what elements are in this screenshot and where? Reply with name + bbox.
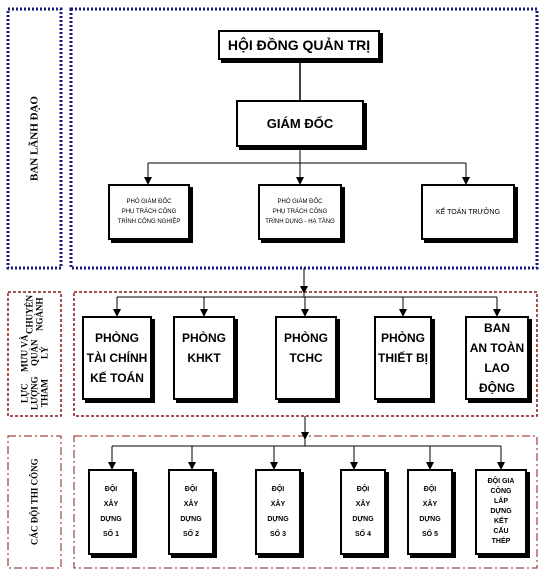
deputy-civil-line: PHÓ GIÁM ĐỐC — [277, 199, 323, 205]
team-steel-line: THÉP — [491, 538, 511, 545]
section-label-construction: CÁC ĐỘI THI CÔNG — [29, 458, 40, 546]
team-3-line: XÂY — [270, 501, 286, 508]
team-1-line: SỐ 1 — [103, 531, 119, 538]
dept-safety-line: AN TOÀN — [469, 341, 525, 355]
team-4-line: DỰNG — [352, 516, 374, 523]
board-of-directors-box: HỘI ĐỒNG QUẢN TRỊ — [218, 30, 380, 60]
team-steel-line: LẮP — [494, 498, 508, 505]
deputy-industrial-line: TRÌNH CÔNG NGHIỆP — [117, 219, 181, 225]
team-2-line: XÂY — [183, 501, 199, 508]
team-1-line: ĐỘI — [104, 486, 118, 493]
section-label-advisory-line: CHUYÊN NGÀNH — [24, 295, 45, 335]
dept-tchc-line: TCHC — [289, 351, 323, 365]
team-4-line: ĐỘI — [356, 486, 370, 493]
team-1-line: XÂY — [103, 501, 119, 508]
team-construction-5-box: ĐỘI XÂY DỰNG SỐ 5 — [407, 469, 453, 555]
deputy-civil-line: PHỤ TRÁCH CÔNG — [272, 209, 328, 215]
team-steel-line: DỰNG — [490, 508, 512, 515]
team-2-line: ĐỘI — [184, 486, 198, 493]
deputy-industrial-line: PHỤ TRÁCH CÔNG — [121, 209, 177, 215]
chief-accountant-box: KẾ TOÁN TRƯỞNG — [421, 184, 515, 240]
dept-finance-line: KẾ TOÁN — [90, 371, 144, 385]
dept-equipment-line: THIẾT BỊ — [378, 351, 428, 365]
team-3-line: SỐ 3 — [270, 531, 286, 538]
section-label-leadership: BAN LÃNH ĐẠO — [28, 96, 41, 181]
team-4-line: XÂY — [355, 501, 371, 508]
team-1-line: DỰNG — [100, 516, 122, 523]
director-box: GIÁM ĐỐC — [236, 100, 364, 147]
advisory-label-frame — [7, 291, 62, 417]
team-construction-1-box: ĐỘI XÂY DỰNG SỐ 1 — [88, 469, 134, 555]
construction-label-frame — [7, 435, 62, 569]
dept-finance-line: PHÒNG — [94, 331, 139, 345]
section-label-advisory-line: LỰC LƯỢNG THAM — [19, 375, 50, 410]
dept-labor-safety-box: BAN AN TOÀN LAO ĐỘNG — [465, 316, 529, 400]
team-3-line: ĐỘI — [271, 486, 285, 493]
dept-equipment-line: PHÒNG — [380, 331, 425, 345]
dept-tchc-line: PHÒNG — [283, 331, 328, 345]
team-steel-line: CẤU — [493, 528, 509, 535]
deputy-director-industrial-box: PHÓ GIÁM ĐỐC PHỤ TRÁCH CÔNG TRÌNH CÔNG N… — [108, 184, 190, 240]
team-5-line: XÂY — [422, 501, 438, 508]
dept-safety-line: BAN — [484, 321, 510, 335]
dept-khkt-box: PHÒNG KHKT — [173, 316, 235, 400]
dept-finance-accounting-box: PHÒNG TÀI CHÍNH KẾ TOÁN — [82, 316, 152, 400]
dept-safety-line: LAO ĐỘNG — [479, 361, 515, 395]
team-steel-line: CÔNG — [490, 488, 512, 495]
team-steel-structure-box: ĐỘI GIA CÔNG LẮP DỰNG KẾT CẤU THÉP — [475, 469, 527, 555]
construction-frame — [73, 435, 538, 569]
team-5-line: DỰNG — [419, 516, 441, 523]
section-label-advisory-line: MƯU VÀ QUẢN LÝ — [19, 334, 50, 372]
team-2-line: SỐ 2 — [183, 531, 199, 538]
team-5-line: ĐỘI — [423, 486, 437, 493]
team-construction-4-box: ĐỘI XÂY DỰNG SỐ 4 — [340, 469, 386, 555]
dept-tchc-box: PHÒNG TCHC — [275, 316, 337, 400]
team-3-line: DỰNG — [267, 516, 289, 523]
team-5-line: SỐ 5 — [422, 531, 438, 538]
dept-khkt-line: PHÒNG — [181, 331, 226, 345]
team-2-line: DỰNG — [180, 516, 202, 523]
deputy-director-civil-box: PHÓ GIÁM ĐỐC PHỤ TRÁCH CÔNG TRÌNH DỤNG -… — [258, 184, 342, 240]
team-steel-line: ĐỘI GIA — [487, 478, 515, 485]
deputy-civil-line: TRÌNH DỤNG - HẠ TẦNG — [265, 219, 335, 225]
dept-khkt-line: KHKT — [187, 351, 221, 365]
team-construction-3-box: ĐỘI XÂY DỰNG SỐ 3 — [255, 469, 301, 555]
dept-equipment-box: PHÒNG THIẾT BỊ — [374, 316, 432, 400]
team-steel-line: KẾT — [494, 518, 508, 525]
deputy-industrial-line: PHÓ GIÁM ĐỐC — [126, 199, 172, 205]
team-4-line: SỐ 4 — [355, 531, 371, 538]
dept-finance-line: TÀI CHÍNH — [86, 351, 148, 365]
section-label-advisory: LỰC LƯỢNG THAM MƯU VÀ QUẢN LÝ CHUYÊN NGÀ… — [10, 295, 59, 413]
team-construction-2-box: ĐỘI XÂY DỰNG SỐ 2 — [168, 469, 214, 555]
